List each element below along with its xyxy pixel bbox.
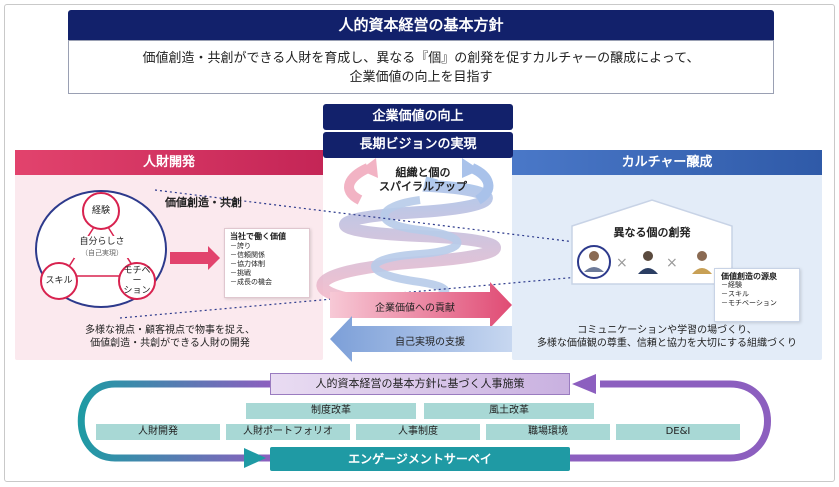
node-motivation-line-2: ション [123, 286, 151, 296]
spiral-label-line-2: スパイラルアップ [379, 180, 467, 193]
left-panel-title: 人財開発 [15, 150, 323, 175]
center-label: 自分らしさ （自己実現） [74, 236, 130, 258]
value-creation-label: 価値創造・共創 [165, 196, 242, 209]
work-value-card: 当社で働く価値 －誇り －信頼関係 －協力体制 －挑戦 －成長の機会 [224, 228, 310, 298]
hr-tag-workplace: 職場環境 [486, 424, 610, 440]
hr-tag-hr-system: 人事制度 [356, 424, 480, 440]
hr-tag-talent-portfolio: 人財ポートフォリオ [226, 424, 350, 440]
loop-arrowhead-right [572, 374, 596, 394]
center-label-sub: （自己実現） [81, 249, 123, 257]
hr-measures-title: 人的資本経営の基本方針に基づく人事施策 [270, 373, 570, 395]
value-source-card: 価値創造の源泉 －経験 －スキル －モチベーション [714, 268, 800, 322]
work-value-item: －信頼関係 [230, 251, 265, 259]
spiral-label: 組織と個の スパイラルアップ [378, 166, 468, 194]
value-source-item: －経験 [721, 281, 742, 289]
loop-arrowhead-left [244, 448, 266, 468]
value-source-title: 価値創造の源泉 [721, 272, 777, 281]
engagement-survey: エンゲージメントサーベイ [270, 447, 570, 471]
right-panel-footer: コミュニケーションや学習の場づくり、 多様な価値観の尊重、信頼と協力を大切にする… [514, 324, 820, 350]
right-footer-line-1: コミュニケーションや学習の場づくり、 [577, 325, 757, 336]
work-value-title: 当社で働く価値 [230, 232, 286, 241]
arrow-to-left [330, 316, 512, 362]
node-motivation-line-1: モチベー [123, 266, 151, 286]
mission-statement: 価値創造・共創ができる人財を育成し、異なる『個』の創発を促すカルチャーの醸成によ… [68, 40, 774, 94]
work-value-item: －成長の機会 [230, 278, 272, 286]
right-panel-title: カルチャー醸成 [512, 150, 822, 175]
value-source-item: －スキル [721, 290, 749, 298]
left-footer-line-2: 価値創造・共創ができる人財の開発 [90, 338, 250, 349]
goal-long-term-vision: 長期ビジョンの実現 [323, 132, 513, 158]
value-source-item: －モチベーション [721, 299, 777, 307]
loop-right [570, 380, 771, 462]
node-motivation: モチベー ション [118, 262, 156, 300]
hr-tag-dei: DE&I [616, 424, 740, 440]
svg-text:×: × [616, 255, 628, 271]
arrow-to-work-value [170, 246, 220, 270]
arrow-to-right [330, 282, 512, 328]
dotted-link-upper [154, 189, 576, 243]
emergence-house: × × [571, 199, 733, 285]
work-value-item: －誇り [230, 242, 251, 250]
hr-tag-culture-reform: 風土改革 [424, 403, 594, 419]
node-experience: 経験 [82, 192, 120, 230]
node-skill: スキル [40, 262, 78, 300]
emergence-label: 異なる個の創発 [613, 226, 691, 239]
hr-tag-system-reform: 制度改革 [246, 403, 416, 419]
work-value-item: －協力体制 [230, 260, 265, 268]
work-value-item: －挑戦 [230, 269, 251, 277]
arrow-label-contribution: 企業価値への貢献 [375, 303, 455, 314]
mission-line-2: 企業価値の向上を目指す [349, 70, 493, 85]
arrow-label-support: 自己実現の支援 [395, 337, 465, 348]
center-label-main: 自分らしさ [79, 237, 125, 247]
main-title: 人的資本経営の基本方針 [68, 10, 774, 40]
hr-tag-talent-development: 人財開発 [96, 424, 220, 440]
spiral-up-graphic [316, 158, 501, 310]
mission-line-1: 価値創造・共創ができる人財を育成し、異なる『個』の創発を促すカルチャーの醸成によ… [142, 51, 700, 66]
left-footer-line-1: 多様な視点・顧客視点で物事を捉え、 [85, 325, 255, 336]
right-footer-line-2: 多様な価値観の尊重、信頼と協力を大切にする組織づくり [536, 338, 798, 349]
spiral-label-line-1: 組織と個の [395, 166, 451, 179]
goal-corporate-value: 企業価値の向上 [323, 104, 513, 130]
loop-left [77, 380, 270, 462]
left-panel-footer: 多様な視点・顧客視点で物事を捉え、 価値創造・共創ができる人財の開発 [20, 324, 320, 350]
svg-text:×: × [666, 255, 678, 271]
